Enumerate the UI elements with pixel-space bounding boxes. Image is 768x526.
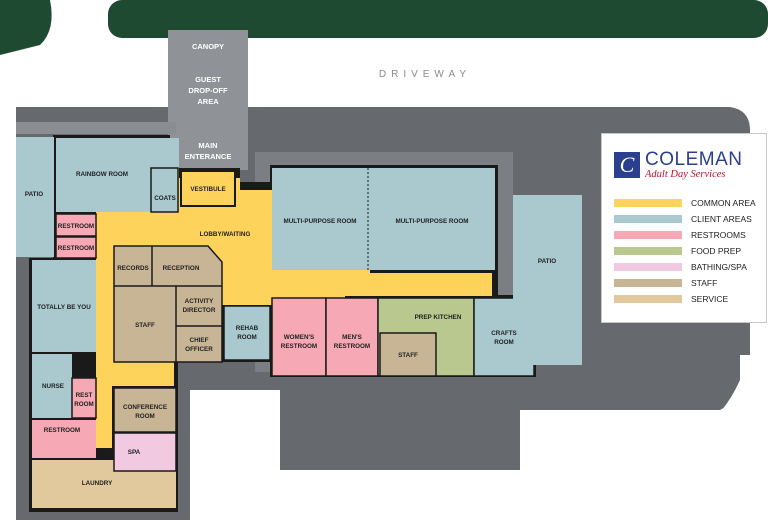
- label-conference-2: ROOM: [135, 413, 155, 420]
- room-conference: [113, 387, 177, 433]
- legend-item: CLIENT AREAS: [614, 213, 764, 225]
- room-totally: [32, 260, 96, 352]
- label-driveway: DRIVEWAY: [379, 69, 471, 80]
- legend-item: SERVICE: [614, 293, 764, 305]
- coleman-logo-mark: C: [614, 152, 640, 178]
- legend-swatch: [614, 247, 682, 255]
- label-nurse: NURSE: [42, 383, 64, 390]
- legend-swatch: [614, 215, 682, 223]
- label-conference-1: CONFERENCE: [123, 404, 167, 411]
- label-mp1: MULTI-PURPOSE ROOM: [284, 218, 357, 225]
- legend-swatch: [614, 231, 682, 239]
- legend-swatch: [614, 263, 682, 271]
- label-vestibule: VESTIBULE: [190, 186, 225, 193]
- label-dropoff-2: DROP-OFF: [188, 86, 228, 95]
- room-vestibule: [180, 170, 236, 207]
- legend-item: BATHING/SPA: [614, 261, 764, 273]
- label-womens-2: RESTROOM: [281, 343, 317, 350]
- walk-left: [16, 122, 176, 134]
- label-canopy: CANOPY: [192, 42, 224, 51]
- label-staff-kitchen: STAFF: [398, 352, 418, 359]
- label-chief-1: CHIEF: [190, 337, 209, 344]
- label-coats: COATS: [154, 195, 176, 202]
- room-restroom-b: [55, 236, 97, 259]
- label-mp2: MULTI-PURPOSE ROOM: [396, 218, 469, 225]
- label-records: RECORDS: [117, 265, 149, 272]
- label-rehab-1: REHAB: [236, 325, 259, 332]
- legend-label: RESTROOMS: [691, 230, 746, 240]
- legend-label: BATHING/SPA: [691, 262, 747, 272]
- label-restroom-b: RESTROOM: [58, 245, 94, 252]
- patch-mp1: [272, 168, 340, 270]
- room-patio-right: [513, 195, 582, 365]
- legend-swatch: [614, 199, 682, 207]
- room-staff-block: [113, 245, 223, 363]
- label-spa: SPA: [128, 449, 141, 456]
- room-spa: [113, 432, 177, 472]
- label-restroom-c: RESTROOM: [44, 427, 80, 434]
- label-activity-1: ACTIVITY: [185, 298, 214, 305]
- lawn-left: [0, 0, 52, 55]
- label-laundry: LAUNDRY: [82, 480, 113, 487]
- label-restroom-nurse-2: ROOM: [74, 401, 94, 408]
- label-dropoff-3: AREA: [197, 97, 219, 106]
- legend-item: RESTROOMS: [614, 229, 764, 241]
- legend-label: STAFF: [691, 278, 718, 288]
- legend-item: FOOD PREP: [614, 245, 764, 257]
- label-patio-right: PATIO: [538, 258, 556, 265]
- legend-label: FOOD PREP: [691, 246, 742, 256]
- room-staff-kitchen: [379, 332, 437, 377]
- room-coats: [150, 167, 179, 213]
- label-patio-left: PATIO: [25, 191, 43, 198]
- label-crafts-1: CRAFTS: [491, 330, 517, 337]
- brand-tagline: Adult Day Services: [645, 169, 726, 180]
- label-totally: TOTALLY BE YOU: [37, 304, 91, 311]
- label-lobby: LOBBY/WAITING: [200, 231, 251, 238]
- label-prep: PREP KITCHEN: [415, 314, 462, 321]
- room-womens: [271, 297, 327, 377]
- label-reception: RECEPTION: [163, 265, 200, 272]
- canopy-area: [168, 30, 248, 170]
- lawn-top: [108, 0, 768, 38]
- label-mens-1: MEN'S: [342, 334, 362, 341]
- label-crafts-2: ROOM: [494, 339, 514, 346]
- brand-name: COLEMAN: [645, 149, 743, 170]
- room-nurse: [32, 354, 72, 418]
- legend-item: STAFF: [614, 277, 764, 289]
- legend-swatch: [614, 279, 682, 287]
- legend-panel: C COLEMAN Adult Day Services COMMON AREA…: [601, 133, 767, 323]
- label-entrance-1: MAIN: [198, 141, 217, 150]
- label-staff-left: STAFF: [135, 322, 155, 329]
- room-patio-left: [16, 137, 54, 257]
- legend-swatch: [614, 295, 682, 303]
- legend-label: COMMON AREA: [691, 198, 756, 208]
- label-entrance-2: ENTERANCE: [185, 152, 232, 161]
- label-restroom-a: RESTROOM: [58, 223, 94, 230]
- label-activity-2: DIRECTOR: [183, 307, 216, 314]
- room-restroom-nurse: [71, 377, 97, 419]
- legend-label: SERVICE: [691, 294, 729, 304]
- white-edge: [560, 355, 768, 526]
- legend-item: COMMON AREA: [614, 197, 764, 209]
- label-restroom-nurse-1: REST: [76, 392, 93, 399]
- label-rainbow: RAINBOW ROOM: [76, 171, 128, 178]
- room-restroom-c: [32, 420, 96, 458]
- room-rehab: [223, 305, 271, 361]
- label-rehab-2: ROOM: [237, 334, 257, 341]
- label-dropoff-1: GUEST: [195, 75, 221, 84]
- legend-label: CLIENT AREAS: [691, 214, 752, 224]
- coleman-logo: C COLEMAN Adult Day Services: [614, 150, 764, 186]
- label-womens-1: WOMEN'S: [284, 334, 315, 341]
- label-mens-2: RESTROOM: [334, 343, 370, 350]
- room-restroom-a: [55, 213, 97, 237]
- label-chief-2: OFFICER: [185, 346, 213, 353]
- room-mens: [325, 297, 379, 377]
